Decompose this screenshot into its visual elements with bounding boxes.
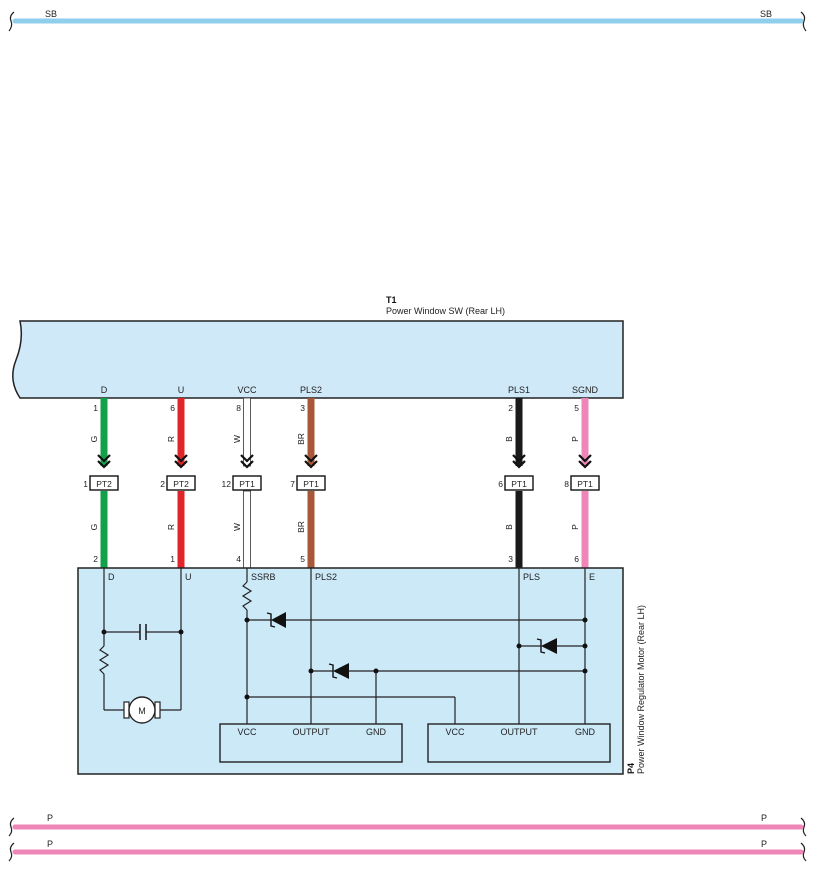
motor-terminal-u: U [185,572,192,582]
wire-b: PT1 6 2 3 B B [498,398,534,568]
wire-color-code: R [166,524,176,530]
motor-terminal-pls2: PLS2 [315,572,337,582]
connector-name: PT2 [173,479,189,489]
wire-color-code: G [89,524,99,531]
connector-name: PT1 [303,479,319,489]
wire-color-code: P [570,524,580,530]
motor-pin: 2 [93,554,98,564]
connector-pin: 2 [160,479,165,489]
connector-pin: 12 [222,479,232,489]
switch-body [12,320,624,399]
junction-dots [101,617,588,700]
connector-name: PT2 [96,479,112,489]
zener-diode-1 [266,612,286,628]
switch-pin: 1 [93,403,98,413]
connector-box [504,475,534,491]
wire-color-code: P [570,436,580,442]
bus-p-1: P P [8,813,807,837]
connector-box [89,475,119,491]
wire-color-code: BR [296,433,306,445]
motor-pin: 1 [170,554,175,564]
switch-code: T1 [386,295,397,305]
wire-color-code: B [504,436,514,442]
motor-terminal-e: E [589,572,595,582]
harness-wires: PT2112GGPT2261RRPT11284WWPT1735BRBRPT162… [83,397,600,569]
motor-pin: 6 [574,554,579,564]
zener-diode-3 [536,638,557,654]
connector-pin: 6 [498,479,503,489]
switch-pin: 8 [236,403,241,413]
ic-right-output: OUTPUT [501,727,539,737]
switch-pin: 2 [508,403,513,413]
ic-left-gnd: GND [366,727,387,737]
connector-box [570,475,600,491]
motor-pin: 5 [300,554,305,564]
switch-terminal-sgnd: SGND [572,385,599,395]
switch-pin: 5 [574,403,579,413]
zener-diode-2 [328,663,349,679]
ic-right: VCC OUTPUT GND [427,723,611,763]
connector-name: PT1 [239,479,255,489]
motor-pin: 3 [508,554,513,564]
switch-terminal-vcc: VCC [237,385,257,395]
connector-pin: 7 [290,479,295,489]
connector-pin: 8 [564,479,569,489]
wire-p: PT1 8 5 6 P P [564,398,600,568]
connector-box [296,475,326,491]
switch-terminal-u: U [178,385,185,395]
motor-terminal-pls: PLS [523,572,540,582]
switch-terminal-d: D [101,385,108,395]
ic-left-vcc: VCC [237,727,257,737]
bus-p-2: P P [8,839,807,862]
bus-p-2-label-left: P [47,839,53,849]
switch-terminal-pls1: PLS1 [508,385,530,395]
connector-box [232,475,262,491]
bus-p-1-label-right: P [761,813,767,823]
connector-name: PT1 [511,479,527,489]
connector-box [166,475,196,491]
window-regulator-motor: D U SSRB PLS2 PLS E [77,567,646,775]
wire-color-code: W [232,523,242,531]
connector-name: PT1 [577,479,593,489]
switch-terminal-pls2: PLS2 [300,385,322,395]
connector-pin: 1 [83,479,88,489]
bus-p-1-label-left: P [47,813,53,823]
motor-code: P4 [626,763,636,774]
ic-left: VCC OUTPUT GND [219,723,403,763]
bus-sb: SB SB [8,9,807,32]
wire-color-code: R [166,436,176,442]
ic-right-vcc: VCC [445,727,465,737]
bus-sb-label-left: SB [45,9,57,19]
wire-color-code: B [504,524,514,530]
motor-symbol: M [123,696,161,724]
switch-name: Power Window SW (Rear LH) [386,306,505,316]
ic-left-output: OUTPUT [293,727,331,737]
bus-p-2-label-right: P [761,839,767,849]
motor-pin: 4 [236,554,241,564]
wire-color-code: W [232,435,242,443]
wire-br: PT1 7 3 5 BR BR [290,398,326,568]
motor-name: Power Window Regulator Motor (Rear LH) [636,605,646,774]
motor-terminal-ssrb: SSRB [251,572,276,582]
power-window-switch: T1 Power Window SW (Rear LH) D U VCC PLS… [12,295,624,399]
switch-pin: 3 [300,403,305,413]
wire-w: PT1 12 8 4 W W [222,397,262,569]
wire-color-code: BR [296,521,306,533]
motor-label: P4 Power Window Regulator Motor (Rear LH… [626,605,646,774]
motor-terminal-d: D [108,572,115,582]
wire-color-code: G [89,436,99,443]
wire-r: PT2 2 6 1 R R [160,398,196,568]
wire-g: PT2 1 1 2 G G [83,398,119,568]
switch-pin: 6 [170,403,175,413]
motor-symbol-label: M [138,706,146,716]
bus-sb-label-right: SB [760,9,772,19]
ic-right-gnd: GND [575,727,596,737]
